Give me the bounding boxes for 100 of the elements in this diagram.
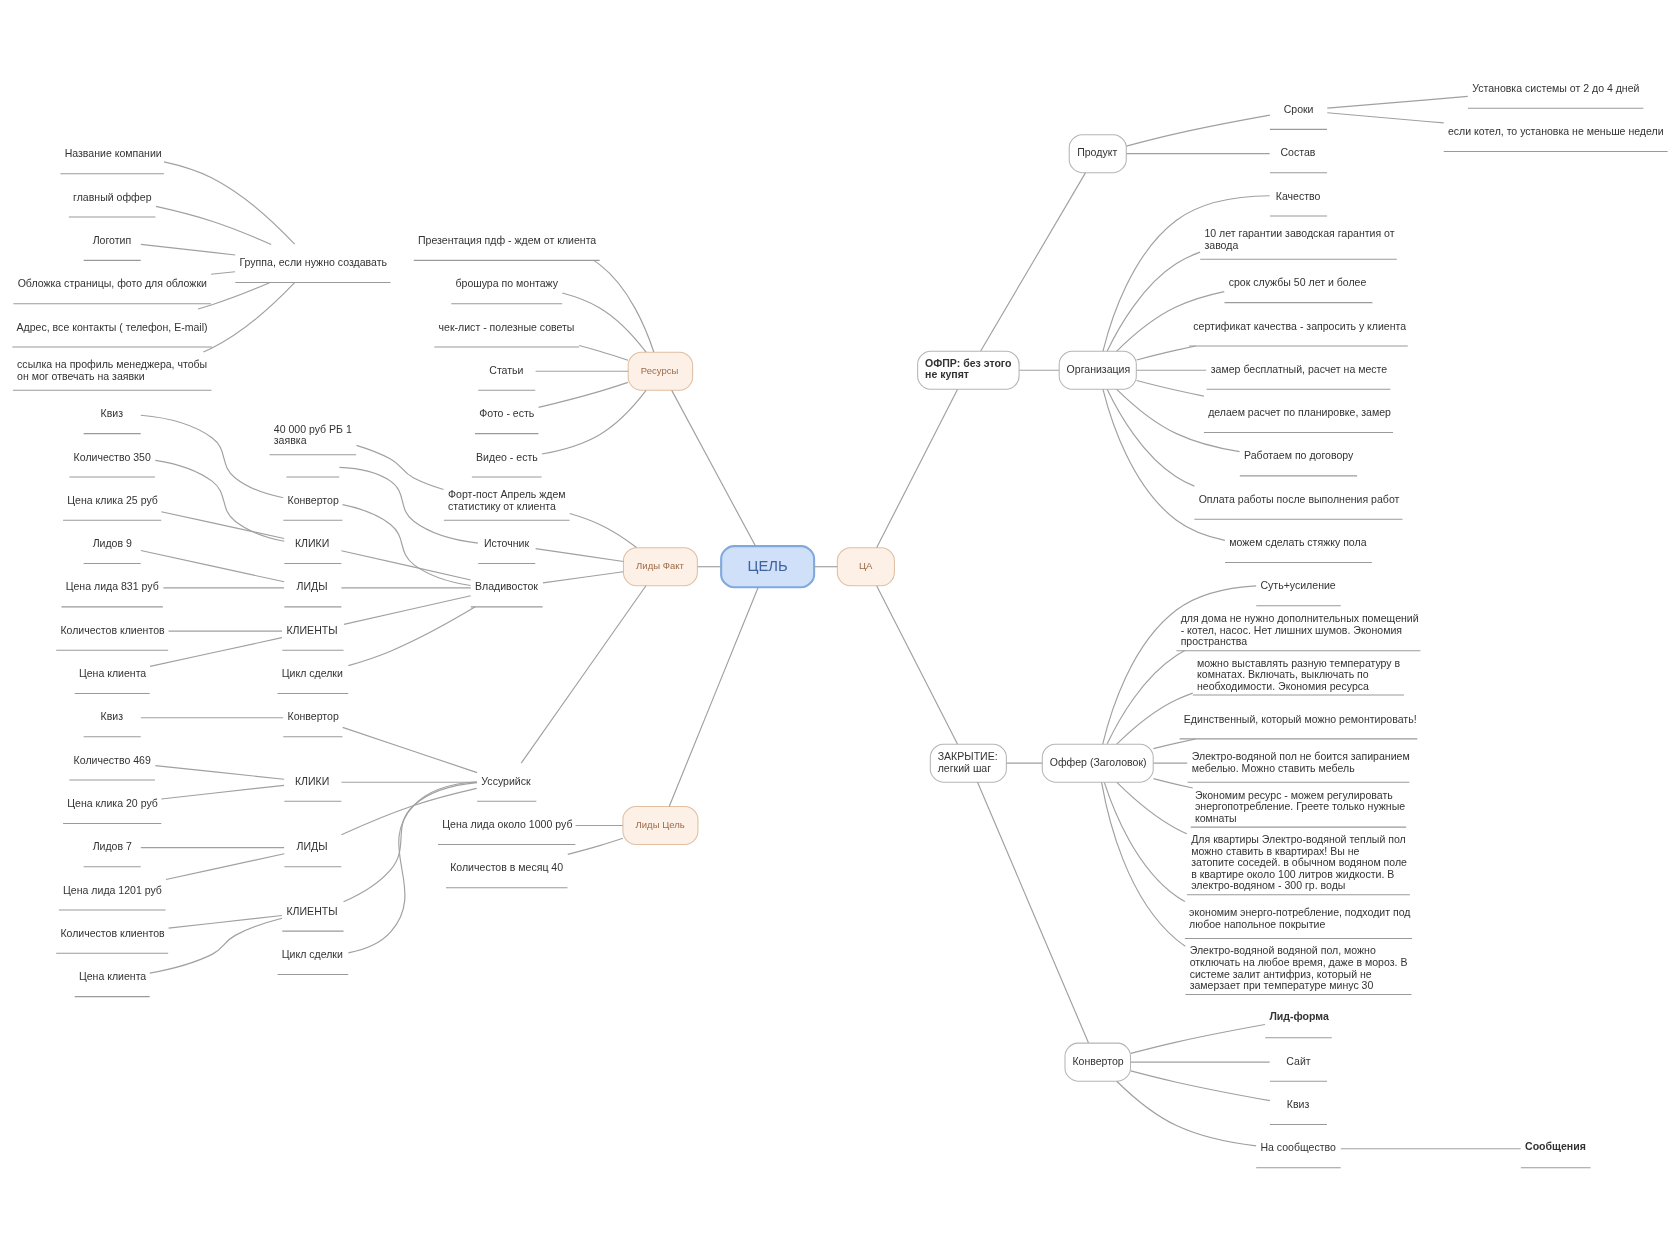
node-text: Квиз	[100, 406, 124, 419]
node-box: ЗАКРЫТИЕ: легкий шаг	[929, 743, 1007, 783]
node-text: Конвертор	[287, 709, 339, 722]
connector	[1103, 781, 1186, 902]
connector	[567, 837, 624, 855]
connector	[542, 570, 624, 584]
node-box: ЦЕЛЬ	[720, 544, 816, 588]
connector	[155, 205, 272, 245]
connector	[1006, 762, 1043, 764]
node-text: Оплата работы после выполнения работ	[1198, 492, 1400, 505]
node-text: 10 лет гарантии заводская гарантия от завода	[1204, 226, 1395, 251]
connector	[342, 781, 478, 902]
node-text: Сроки	[1283, 102, 1314, 115]
node-text: Конвертор	[287, 493, 339, 506]
connector	[1340, 1147, 1522, 1149]
node-box: Оффер (Заголовок)	[1041, 743, 1154, 783]
node-text: Качество	[1275, 189, 1321, 202]
connector	[202, 281, 296, 353]
node-box: Лиды Факт	[622, 546, 698, 586]
node-text: Работаем по договору	[1244, 448, 1354, 461]
node-text: экономим энерго-потребление, подходит под любое напольное покрытие	[1189, 905, 1411, 930]
connector	[1102, 584, 1257, 745]
node-text: Видео - есть	[476, 450, 538, 463]
connector	[980, 171, 1086, 352]
connector	[343, 594, 472, 625]
node-text: Квиз	[1286, 1097, 1310, 1110]
connector	[340, 787, 478, 835]
node-text: Суть+усиление	[1260, 578, 1336, 591]
node-text: Цена лида около 1000 руб	[442, 817, 573, 830]
connector	[347, 780, 478, 953]
connector	[1130, 1023, 1266, 1054]
connector	[697, 565, 722, 567]
node-text: ЛИДЫ	[296, 839, 328, 852]
connector	[355, 444, 445, 490]
node-text: КЛИЕНТЫ	[286, 904, 338, 917]
node-text: можно выставлять разную температуру в комнатах. Включать, выключать по необходимости. Экономия ресурса	[1197, 656, 1401, 692]
node-box: Организация	[1058, 350, 1137, 390]
connector	[154, 764, 285, 780]
node-text: Сообщения	[1525, 1139, 1586, 1152]
connector	[140, 414, 284, 498]
node-text: Цена клиента	[78, 969, 147, 982]
node-text: Форт-пост Апрель ждем статистику от клиента	[448, 487, 566, 512]
node-box: ОФПР: без этого не купят	[917, 350, 1020, 390]
connector	[1130, 1069, 1271, 1101]
node-text: Количество 469	[73, 753, 151, 766]
connector	[668, 586, 759, 807]
node-text: Цикл сделки	[281, 666, 343, 679]
connector	[167, 914, 283, 929]
connector	[149, 917, 283, 974]
connector	[140, 243, 236, 256]
connector	[1125, 114, 1271, 147]
connector	[1326, 111, 1445, 123]
node-text: Цена клика 25 руб	[67, 493, 158, 506]
node-text: КЛИКИ	[294, 536, 330, 549]
node-text: Источник	[484, 536, 530, 549]
connector	[569, 512, 638, 548]
node-text: брошура по монтажу	[455, 276, 559, 289]
node-text: Цена лида 1201 руб	[63, 883, 162, 896]
connector	[1106, 388, 1195, 487]
connector	[578, 344, 629, 361]
connector	[140, 549, 285, 582]
connector	[1136, 369, 1207, 371]
node-text: для дома не нужно дополнительных помещений - котел, насос. Нет лишних шумов. Экономия пространства	[1180, 611, 1419, 647]
connector	[1116, 290, 1225, 352]
node-text: Название компании	[64, 146, 162, 159]
node-text: Установка системы от 2 до 4 дней	[1472, 81, 1640, 94]
node-text: срок службы 50 лет и более	[1228, 275, 1367, 288]
node-text: Количестов клиентов	[60, 926, 165, 939]
connector	[342, 726, 478, 773]
connector	[976, 781, 1089, 1043]
node-text: КЛИКИ	[294, 774, 330, 787]
connector	[1125, 152, 1271, 154]
connector	[535, 370, 629, 372]
connector	[165, 852, 285, 880]
connector	[520, 584, 647, 764]
node-line	[285, 475, 340, 477]
node-text: Логотип	[92, 233, 132, 246]
connector	[1136, 344, 1197, 361]
connector	[1136, 379, 1205, 397]
node-text: Обложка страницы, фото для обложки	[17, 276, 207, 289]
node-text: Сайт	[1286, 1054, 1311, 1067]
connector	[167, 630, 283, 632]
node-text: Лид-форма	[1269, 1009, 1329, 1022]
connector	[538, 381, 629, 408]
node-text: главный оффер	[73, 190, 152, 203]
connector	[671, 389, 757, 547]
connector	[1116, 388, 1241, 452]
node-text: замер бесплатный, расчет на месте	[1210, 362, 1388, 375]
node-box: Продукт	[1068, 133, 1127, 173]
connector	[154, 459, 285, 542]
node-text: сертификат качества - запросить у клиента	[1193, 319, 1407, 332]
connector	[347, 605, 476, 666]
node-text: Лидов 7	[92, 839, 132, 852]
node-box: ЦА	[836, 546, 895, 586]
node-text: Экономим ресурс - можем регулировать энергопотребление. Греете только нужные комнаты	[1194, 788, 1406, 824]
connector	[149, 636, 283, 667]
node-text: Электро-водяной пол не боится запиранием мебелью. Можно ставить мебель	[1191, 749, 1410, 774]
node-text: Группа, если нужно создавать	[239, 255, 387, 268]
node-text: Лидов 9	[92, 536, 132, 549]
connector	[210, 270, 236, 275]
